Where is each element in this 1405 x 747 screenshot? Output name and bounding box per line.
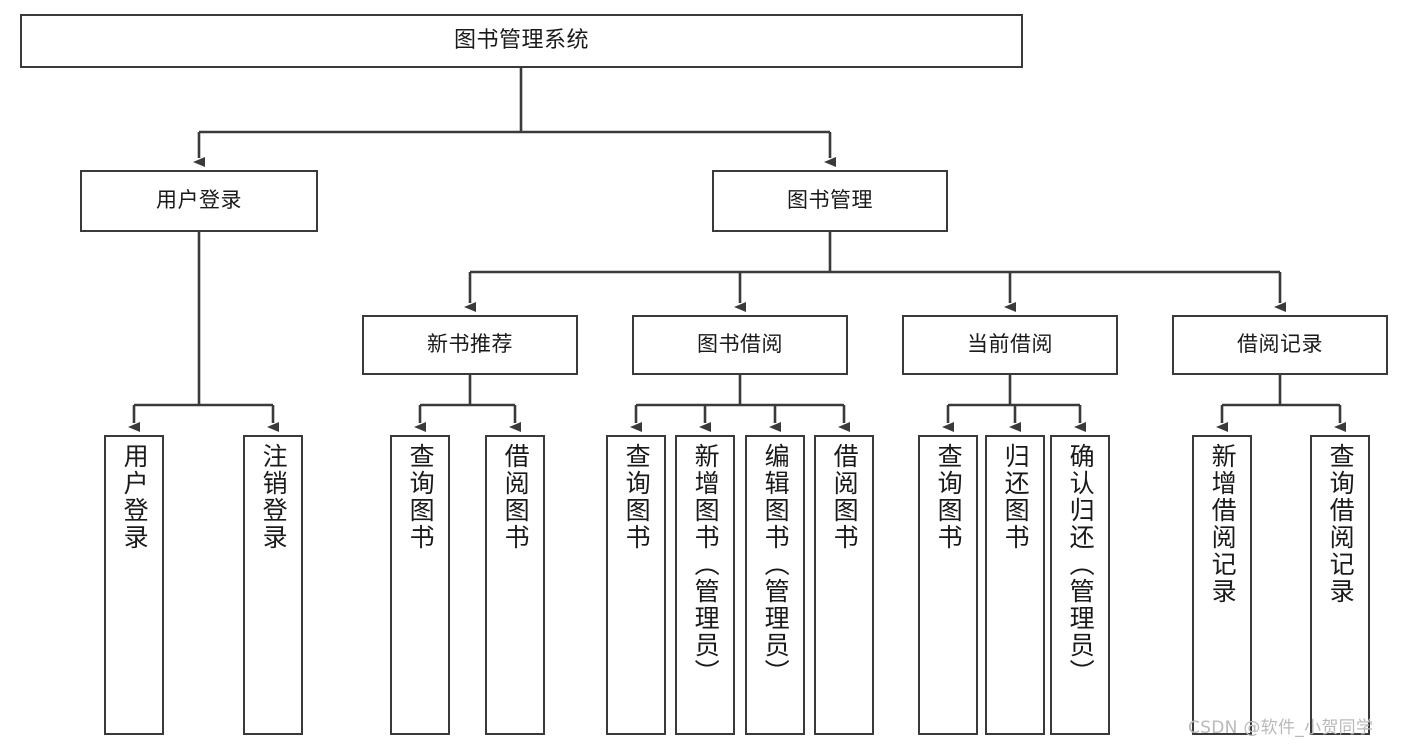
- node-leaf-return-book-label: 归还图书: [1001, 443, 1031, 551]
- node-leaf-query-record[interactable]: 查询借阅记录: [1310, 435, 1370, 735]
- node-leaf-borrow-book-2[interactable]: 借阅图书: [814, 435, 874, 735]
- node-book-manage[interactable]: 图书管理: [712, 170, 948, 232]
- node-leaf-add-record[interactable]: 新增借阅记录: [1192, 435, 1252, 735]
- node-leaf-borrow-book-1[interactable]: 借阅图书: [485, 435, 545, 735]
- node-leaf-query-book-1[interactable]: 查询图书: [390, 435, 450, 735]
- node-leaf-edit-book-label: 编辑图书（管理员）: [761, 443, 791, 686]
- node-leaf-query-book-2[interactable]: 查询图书: [606, 435, 666, 735]
- node-leaf-add-book[interactable]: 新增图书（管理员）: [675, 435, 735, 735]
- node-borrow-record[interactable]: 借阅记录: [1172, 315, 1388, 375]
- node-leaf-query-book-3[interactable]: 查询图书: [918, 435, 978, 735]
- node-user-login-label: 用户登录: [156, 188, 242, 213]
- node-leaf-confirm-return-label: 确认归还（管理员）: [1066, 443, 1096, 686]
- node-user-login[interactable]: 用户登录: [80, 170, 318, 232]
- node-leaf-return-book[interactable]: 归还图书: [985, 435, 1045, 735]
- node-borrow-record-label: 借阅记录: [1237, 332, 1323, 357]
- node-leaf-user-logout-label: 注销登录: [259, 443, 289, 551]
- node-new-book-rec-label: 新书推荐: [427, 332, 513, 357]
- watermark-text: CSDN @软件_小贺同学: [1188, 718, 1374, 738]
- node-new-book-rec[interactable]: 新书推荐: [362, 315, 578, 375]
- node-book-manage-label: 图书管理: [787, 188, 873, 213]
- node-leaf-user-login-label: 用户登录: [120, 443, 150, 551]
- node-leaf-user-logout[interactable]: 注销登录: [243, 435, 303, 735]
- node-current-borrow-label: 当前借阅: [967, 332, 1053, 357]
- node-root-label: 图书管理系统: [453, 27, 589, 53]
- node-leaf-user-login[interactable]: 用户登录: [104, 435, 164, 735]
- node-leaf-query-book-3-label: 查询图书: [934, 443, 964, 551]
- node-current-borrow[interactable]: 当前借阅: [902, 315, 1118, 375]
- node-leaf-query-book-1-label: 查询图书: [406, 443, 436, 551]
- node-leaf-query-record-label: 查询借阅记录: [1326, 443, 1356, 605]
- node-leaf-query-book-2-label: 查询图书: [622, 443, 652, 551]
- node-book-borrow-label: 图书借阅: [697, 332, 783, 357]
- node-leaf-edit-book[interactable]: 编辑图书（管理员）: [745, 435, 805, 735]
- node-root[interactable]: 图书管理系统: [20, 14, 1023, 68]
- node-leaf-borrow-book-2-label: 借阅图书: [830, 443, 860, 551]
- node-leaf-add-record-label: 新增借阅记录: [1208, 443, 1238, 605]
- node-book-borrow[interactable]: 图书借阅: [632, 315, 848, 375]
- node-leaf-borrow-book-1-label: 借阅图书: [501, 443, 531, 551]
- node-leaf-confirm-return[interactable]: 确认归还（管理员）: [1050, 435, 1110, 735]
- node-leaf-add-book-label: 新增图书（管理员）: [691, 443, 721, 686]
